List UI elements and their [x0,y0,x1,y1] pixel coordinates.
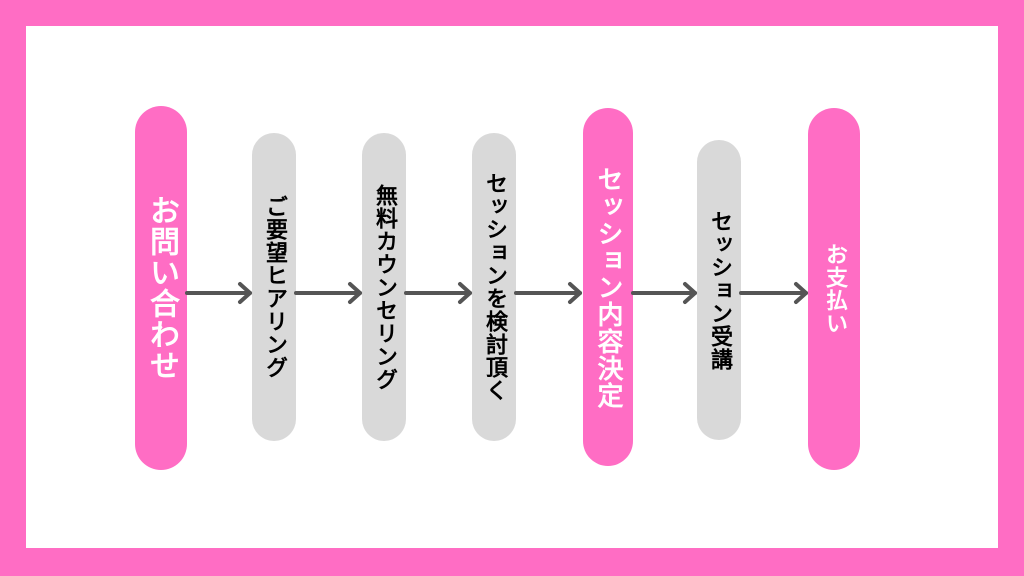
arrow-right-icon [631,282,697,304]
step-label: ご要望ヒアリング [262,195,287,379]
step-free-counseling: 無料カウンセリング [362,133,406,441]
arrow-right-icon [514,282,582,304]
step-label: 無料カウンセリング [372,183,397,391]
step-session-decision: セッション内容決定 [583,108,633,466]
step-payment: お支払い [808,108,860,470]
arrow-right-icon [294,282,362,304]
step-session-attend: セッション受講 [697,140,741,440]
step-label: セッションを検討頂く [482,172,507,402]
step-label: お問い合わせ [144,195,179,381]
step-label: お支払い [822,243,847,335]
step-label: セッション受講 [707,209,732,371]
arrow-right-icon [404,282,472,304]
step-hearing: ご要望ヒアリング [252,133,296,441]
arrow-right-icon [185,282,252,304]
arrow-right-icon [739,282,808,304]
step-label: セッション内容決定 [593,165,623,409]
step-consider-session: セッションを検討頂く [472,133,516,441]
step-inquiry: お問い合わせ [135,106,187,470]
